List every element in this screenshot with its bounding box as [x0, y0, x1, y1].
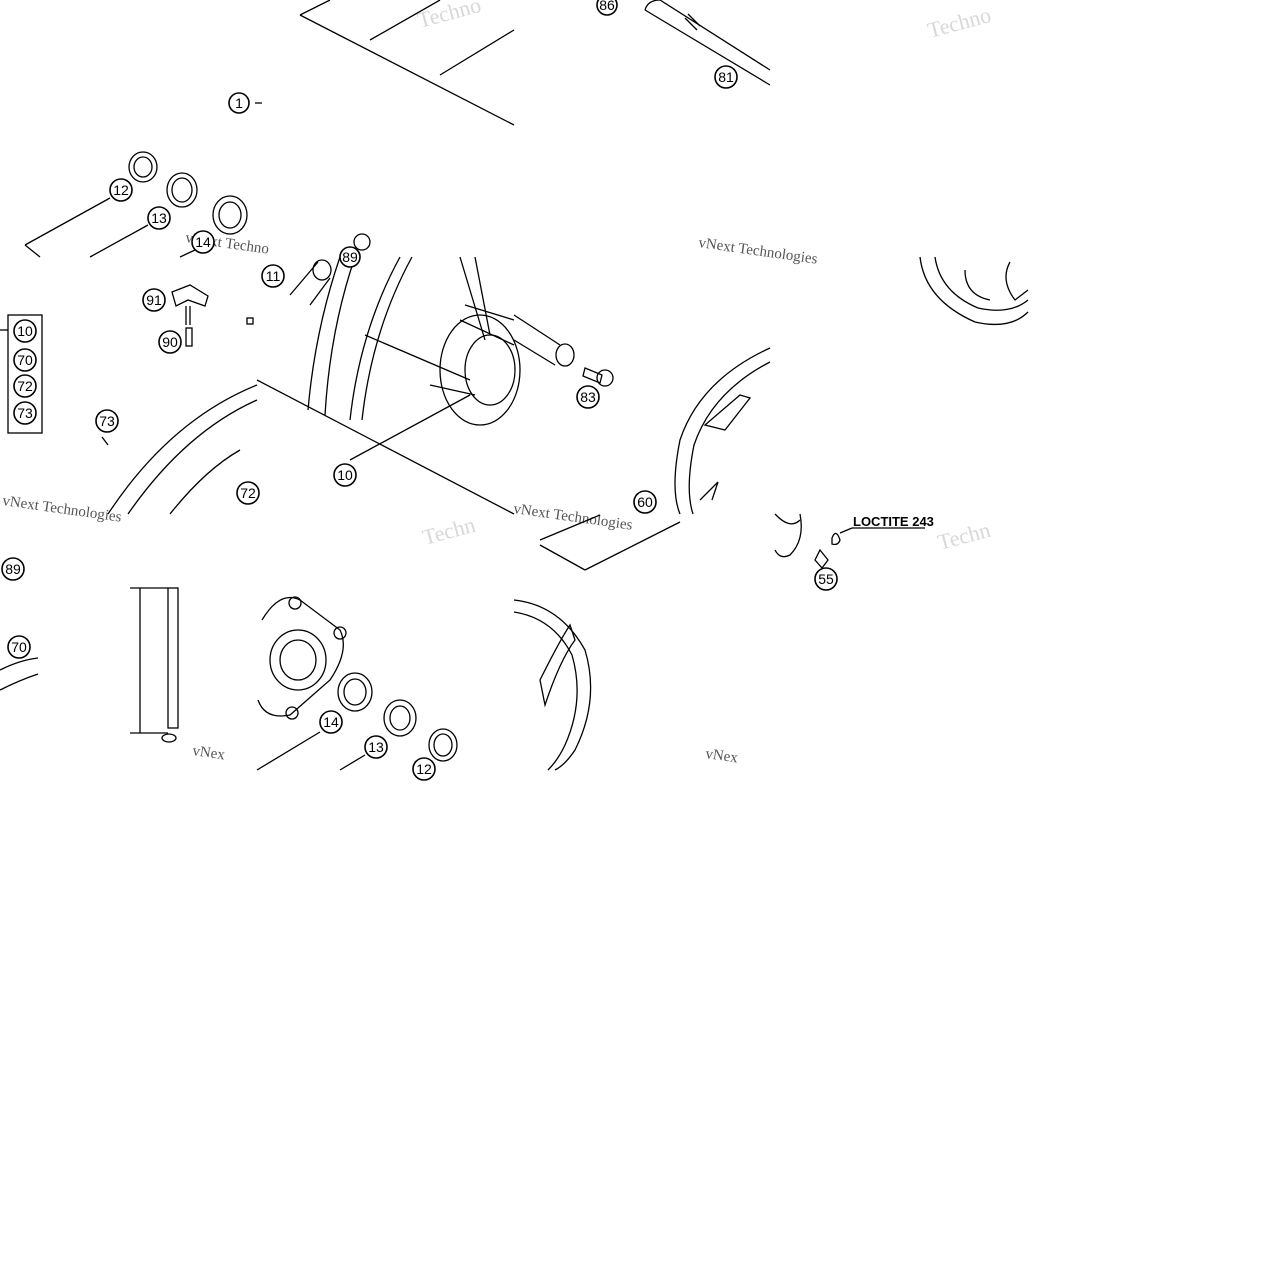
svg-text:1: 1	[235, 95, 243, 111]
part-number-label: 90	[158, 330, 182, 354]
spacer-bolt	[513, 314, 614, 387]
part-number-label: 12	[412, 757, 436, 781]
part-number-label: 55	[814, 567, 838, 591]
brake-disc-top	[919, 256, 1029, 326]
axle-part	[644, 0, 771, 86]
part-number-label: 81	[714, 65, 738, 89]
part-number-label: 86	[596, 0, 618, 16]
loctite-note: LOCTITE 243	[853, 514, 934, 529]
valve-parts	[101, 284, 254, 446]
part-number-label: 13	[364, 735, 388, 759]
svg-text:73: 73	[17, 405, 33, 421]
svg-text:89: 89	[5, 561, 21, 577]
part-number-label: 72	[13, 374, 37, 398]
svg-text:12: 12	[416, 761, 432, 777]
watermark-text: vNext Technologies	[697, 235, 818, 268]
axle-lines	[255, 0, 515, 126]
svg-text:72: 72	[240, 485, 256, 501]
part-number-label: 12	[109, 178, 133, 202]
watermark-text: vNext Technologies	[512, 501, 633, 534]
part-number-label: 89	[339, 246, 361, 268]
rim-lower-left	[0, 657, 39, 691]
svg-text:14: 14	[323, 714, 339, 730]
watermark-text: vNex	[704, 746, 739, 766]
part-number-label: 91	[142, 288, 166, 312]
svg-text:13: 13	[368, 739, 384, 755]
part-number-label: 13	[147, 206, 171, 230]
part-number-label: 10	[13, 319, 37, 343]
legend-box	[7, 314, 43, 434]
part-number-label: 1	[228, 92, 250, 114]
part-number-label: 83	[576, 385, 600, 409]
part-number-label: 11	[261, 264, 285, 288]
svg-text:81: 81	[718, 69, 734, 85]
svg-text:91: 91	[146, 292, 162, 308]
hub-lower	[256, 596, 458, 771]
spoke-dimension	[130, 587, 179, 743]
svg-text:60: 60	[637, 494, 653, 510]
part-number-label: 73	[95, 409, 119, 433]
svg-text:86: 86	[599, 0, 615, 13]
loctite-note-text: LOCTITE 243	[853, 514, 934, 529]
svg-text:72: 72	[17, 378, 33, 394]
watermark-text: vNext Technologies	[1, 493, 122, 526]
watermark-dark-group: vNext Techno vNext Technologies vNext Te…	[1, 230, 818, 766]
part-number-label: 14	[319, 710, 343, 734]
svg-text:70: 70	[17, 352, 33, 368]
svg-text:89: 89	[342, 249, 358, 265]
watermark-group: Techno Techno Techn Techn	[415, 0, 994, 555]
svg-text:70: 70	[11, 639, 27, 655]
svg-text:14: 14	[195, 234, 211, 250]
watermark-text: Techno	[415, 0, 484, 33]
svg-text:73: 73	[99, 413, 115, 429]
watermark-text: vNex	[191, 743, 226, 763]
wheel-rim-left	[0, 329, 258, 515]
svg-text:10: 10	[337, 467, 353, 483]
brake-disc-right	[539, 347, 771, 571]
svg-text:13: 13	[151, 210, 167, 226]
watermark-text: Techn	[935, 517, 993, 555]
watermark-text: Techn	[420, 512, 478, 550]
svg-text:12: 12	[113, 182, 129, 198]
svg-text:90: 90	[162, 334, 178, 350]
svg-text:55: 55	[818, 571, 834, 587]
part-number-label: 10	[333, 463, 357, 487]
part-number-label: 89	[1, 557, 25, 581]
svg-text:11: 11	[266, 268, 281, 284]
svg-text:83: 83	[580, 389, 596, 405]
brake-disc-bottom	[513, 599, 592, 771]
part-number-label: 73	[13, 401, 37, 425]
part-number-label: 70	[13, 348, 37, 372]
part-number-label: 72	[236, 481, 260, 505]
part-labels: 1 86 81 12 13 14 11 89 91 90 10 70 72 73…	[1, 0, 838, 781]
part-number-label: 14	[191, 230, 215, 254]
svg-text:10: 10	[17, 323, 33, 339]
wheel-rim-center	[256, 233, 521, 515]
bearing-set-top	[24, 151, 248, 258]
part-number-label: 70	[7, 635, 31, 659]
part-number-label: 60	[633, 490, 657, 514]
watermark-text: Techno	[925, 2, 994, 43]
